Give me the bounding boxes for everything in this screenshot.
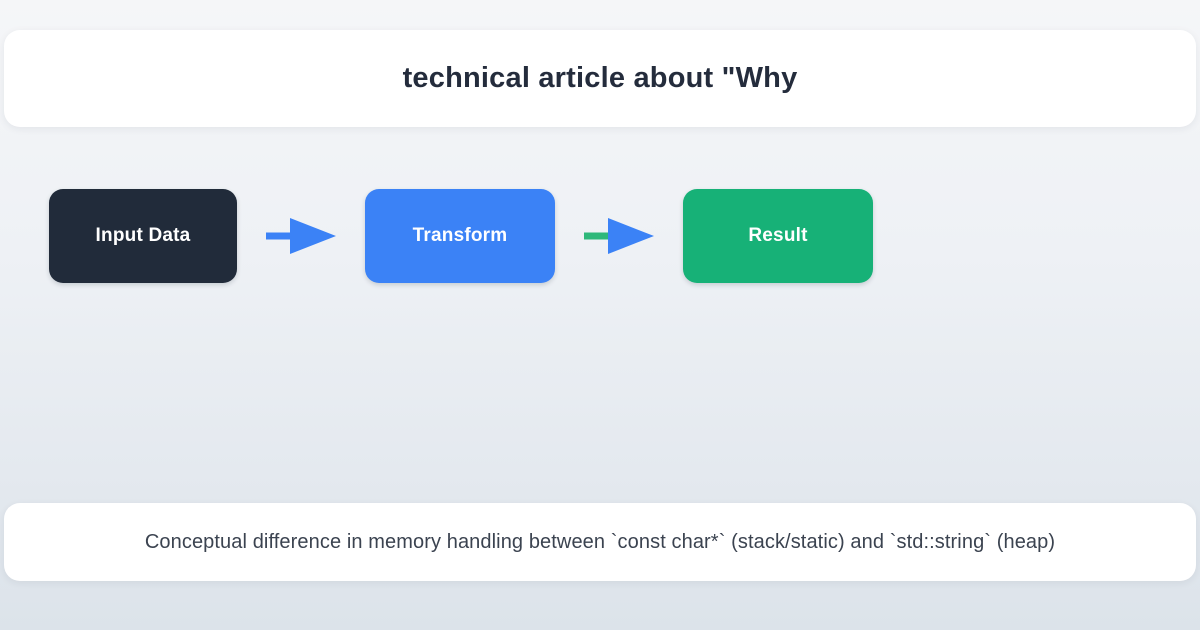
right-arrow-icon [266, 218, 336, 254]
flow-node-label: Result [748, 225, 808, 246]
flow-node-result: Result [683, 189, 873, 283]
flow-node-label: Input Data [95, 225, 191, 246]
footer-card: Conceptual difference in memory handling… [4, 503, 1196, 581]
page-title: technical article about "Why [402, 62, 798, 94]
header-card: technical article about "Why [4, 30, 1196, 127]
arrow-transform-to-result [555, 214, 683, 258]
flow-node-transform: Transform [365, 189, 555, 283]
arrow-input-to-transform [237, 214, 365, 258]
flow-node-input-data: Input Data [49, 189, 237, 283]
right-arrow-icon [584, 218, 654, 254]
flow-node-label: Transform [412, 225, 508, 246]
caption-text: Conceptual difference in memory handling… [144, 530, 1056, 553]
flow-diagram: Input Data Transform Result [49, 189, 873, 283]
